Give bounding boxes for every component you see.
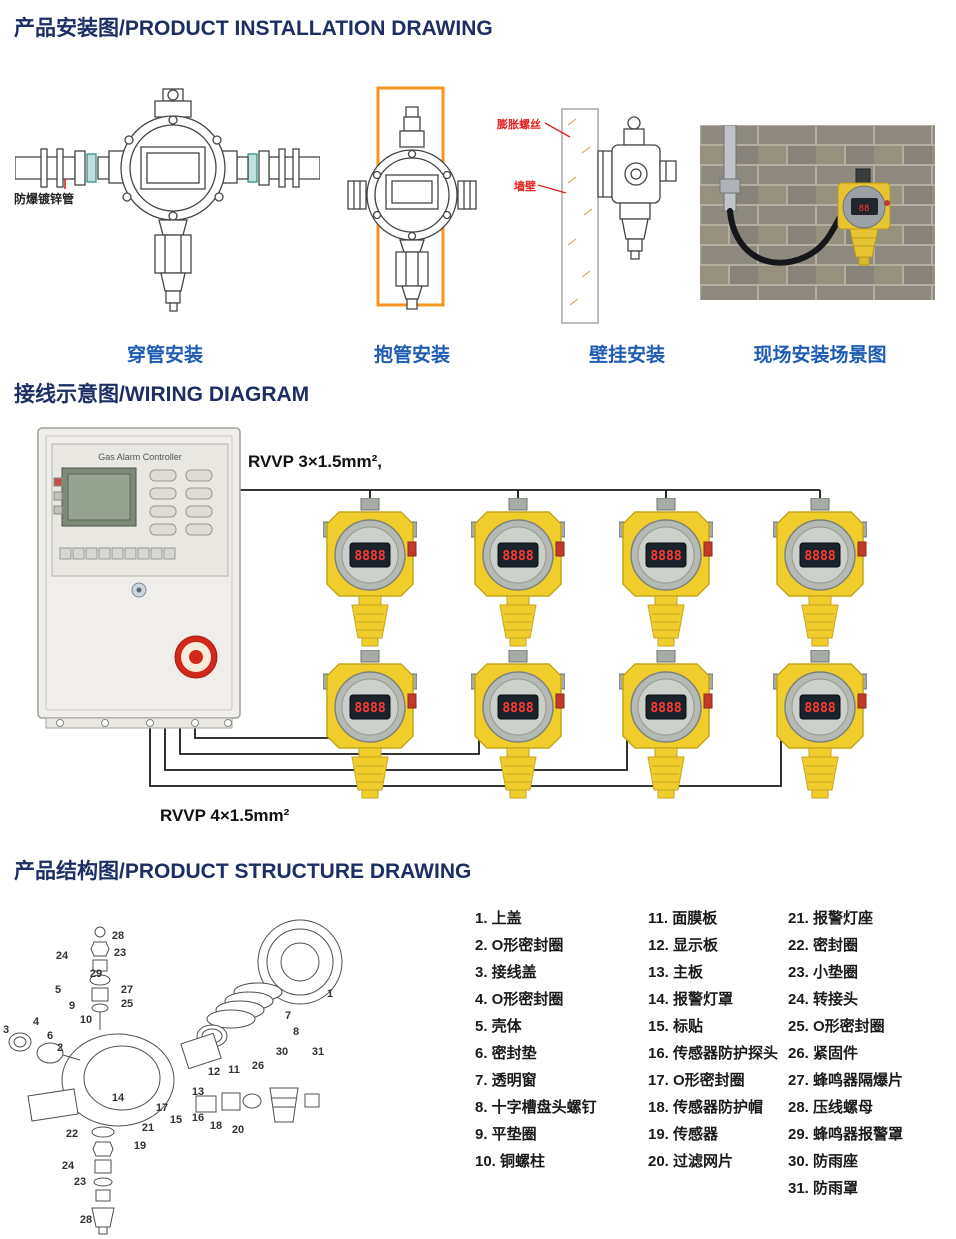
wall-mount-install-drawing <box>537 108 677 324</box>
cable-spec-top: RVVP 3×1.5mm², <box>248 452 383 471</box>
part-list-item: 9. 平垫圈 <box>475 1126 537 1143</box>
svg-text:88: 88 <box>859 204 870 214</box>
caption-wall-mount: 壁挂安装 <box>588 345 665 366</box>
gas-detector <box>619 650 713 799</box>
wall-label: 墙壁 <box>514 181 536 193</box>
caption-pipe-clamp: 抱管安装 <box>373 345 450 366</box>
caption-site-photo: 现场安装场景图 <box>753 345 887 366</box>
part-list-item: 2. O形密封圈 <box>475 937 564 954</box>
gas-detector <box>323 498 417 647</box>
part-list-item: 25. O形密封圈 <box>788 1018 885 1035</box>
part-list-item: 10. 铜螺柱 <box>475 1153 546 1170</box>
structure-section-title: 产品结构图/PRODUCT STRUCTURE DRAWING <box>14 860 472 883</box>
wiring-diagram: 8888 <box>37 427 867 799</box>
part-list-item: 8. 十字槽盘头螺钉 <box>475 1099 597 1116</box>
gas-detector <box>619 498 713 647</box>
part-list-item: 26. 紧固件 <box>788 1045 859 1062</box>
part-list-item: 11. 面膜板 <box>648 910 718 927</box>
part-list-item: 21. 报警灯座 <box>788 910 874 927</box>
part-list-item: 19. 传感器 <box>648 1126 719 1143</box>
part-list-item: 16. 传感器防护探头 <box>648 1045 779 1062</box>
part-list-item: 24. 转接头 <box>788 991 859 1008</box>
part-list-item: 22. 密封圈 <box>788 937 859 954</box>
part-list-item: 5. 壳体 <box>475 1018 522 1035</box>
part-list-item: 23. 小垫圈 <box>788 964 859 981</box>
part-list-item: 17. O形密封圈 <box>648 1072 745 1089</box>
part-list-item: 1. 上盖 <box>475 910 522 927</box>
parts-list-column-3: 21. 报警灯座 22. 密封圈 23. 小垫圈 24. 转接头 25. O形密封圈 26… <box>788 905 953 1202</box>
part-list-item: 27. 蜂鸣器隔爆片 <box>788 1072 904 1089</box>
part-list-item: 18. 传感器防护帽 <box>648 1099 764 1116</box>
cable-spec-bottom: RVVP 4×1.5mm² <box>160 806 290 825</box>
part-list-item: 29. 蜂鸣器报警罩 <box>788 1126 904 1143</box>
part-list-item: 20. 过滤网片 <box>648 1153 734 1170</box>
pipe-clamp-install-drawing <box>347 86 477 310</box>
caption-through-pipe: 穿管安装 <box>126 345 203 366</box>
part-list-item: 4. O形密封圈 <box>475 991 564 1008</box>
through-pipe-install-drawing <box>15 88 320 312</box>
part-list-item: 6. 密封垫 <box>475 1045 537 1062</box>
site-installation-photo: 88 <box>700 125 935 300</box>
part-list-item: 13. 主板 <box>648 964 704 981</box>
expansion-screw-label: 膨胀螺丝 <box>497 119 541 131</box>
parts-list-column-2: 11. 面膜板 12. 显示板 13. 主板 14. 报警灯罩 15. 标贴 16. 传感… <box>648 905 788 1175</box>
part-list-item: 14. 报警灯罩 <box>648 991 734 1008</box>
part-list-item: 3. 接线盖 <box>475 964 537 981</box>
part-list-item: 12. 显示板 <box>648 937 719 954</box>
part-list-item: 15. 标贴 <box>648 1018 704 1035</box>
exploded-view-drawing <box>8 919 343 1235</box>
part-list-item: 28. 压线螺母 <box>788 1099 874 1116</box>
gas-detector <box>323 650 417 799</box>
part-list-item: 7. 透明窗 <box>475 1072 537 1089</box>
controller-label: Gas Alarm Controller <box>98 452 182 462</box>
part-list-item: 30. 防雨座 <box>788 1153 859 1170</box>
gas-detector <box>773 498 867 647</box>
part-list-item: 31. 防雨罩 <box>788 1180 859 1197</box>
wiring-section-title: 接线示意图/WIRING DIAGRAM <box>14 383 310 406</box>
installation-section-title: 产品安装图/PRODUCT INSTALLATION DRAWING <box>14 17 493 40</box>
gas-detector <box>471 498 565 647</box>
gas-detector <box>773 650 867 799</box>
alarm-controller-drawing: Gas Alarm Controller <box>37 427 241 729</box>
parts-list-column-1: 1. 上盖 2. O形密封圈 3. 接线盖 4. O形密封圈 5. 壳体 6. 密封垫 7.… <box>475 905 645 1175</box>
explosion-proof-pipe-label: 防爆镀锌管 <box>14 192 75 206</box>
gas-detector <box>471 650 565 799</box>
